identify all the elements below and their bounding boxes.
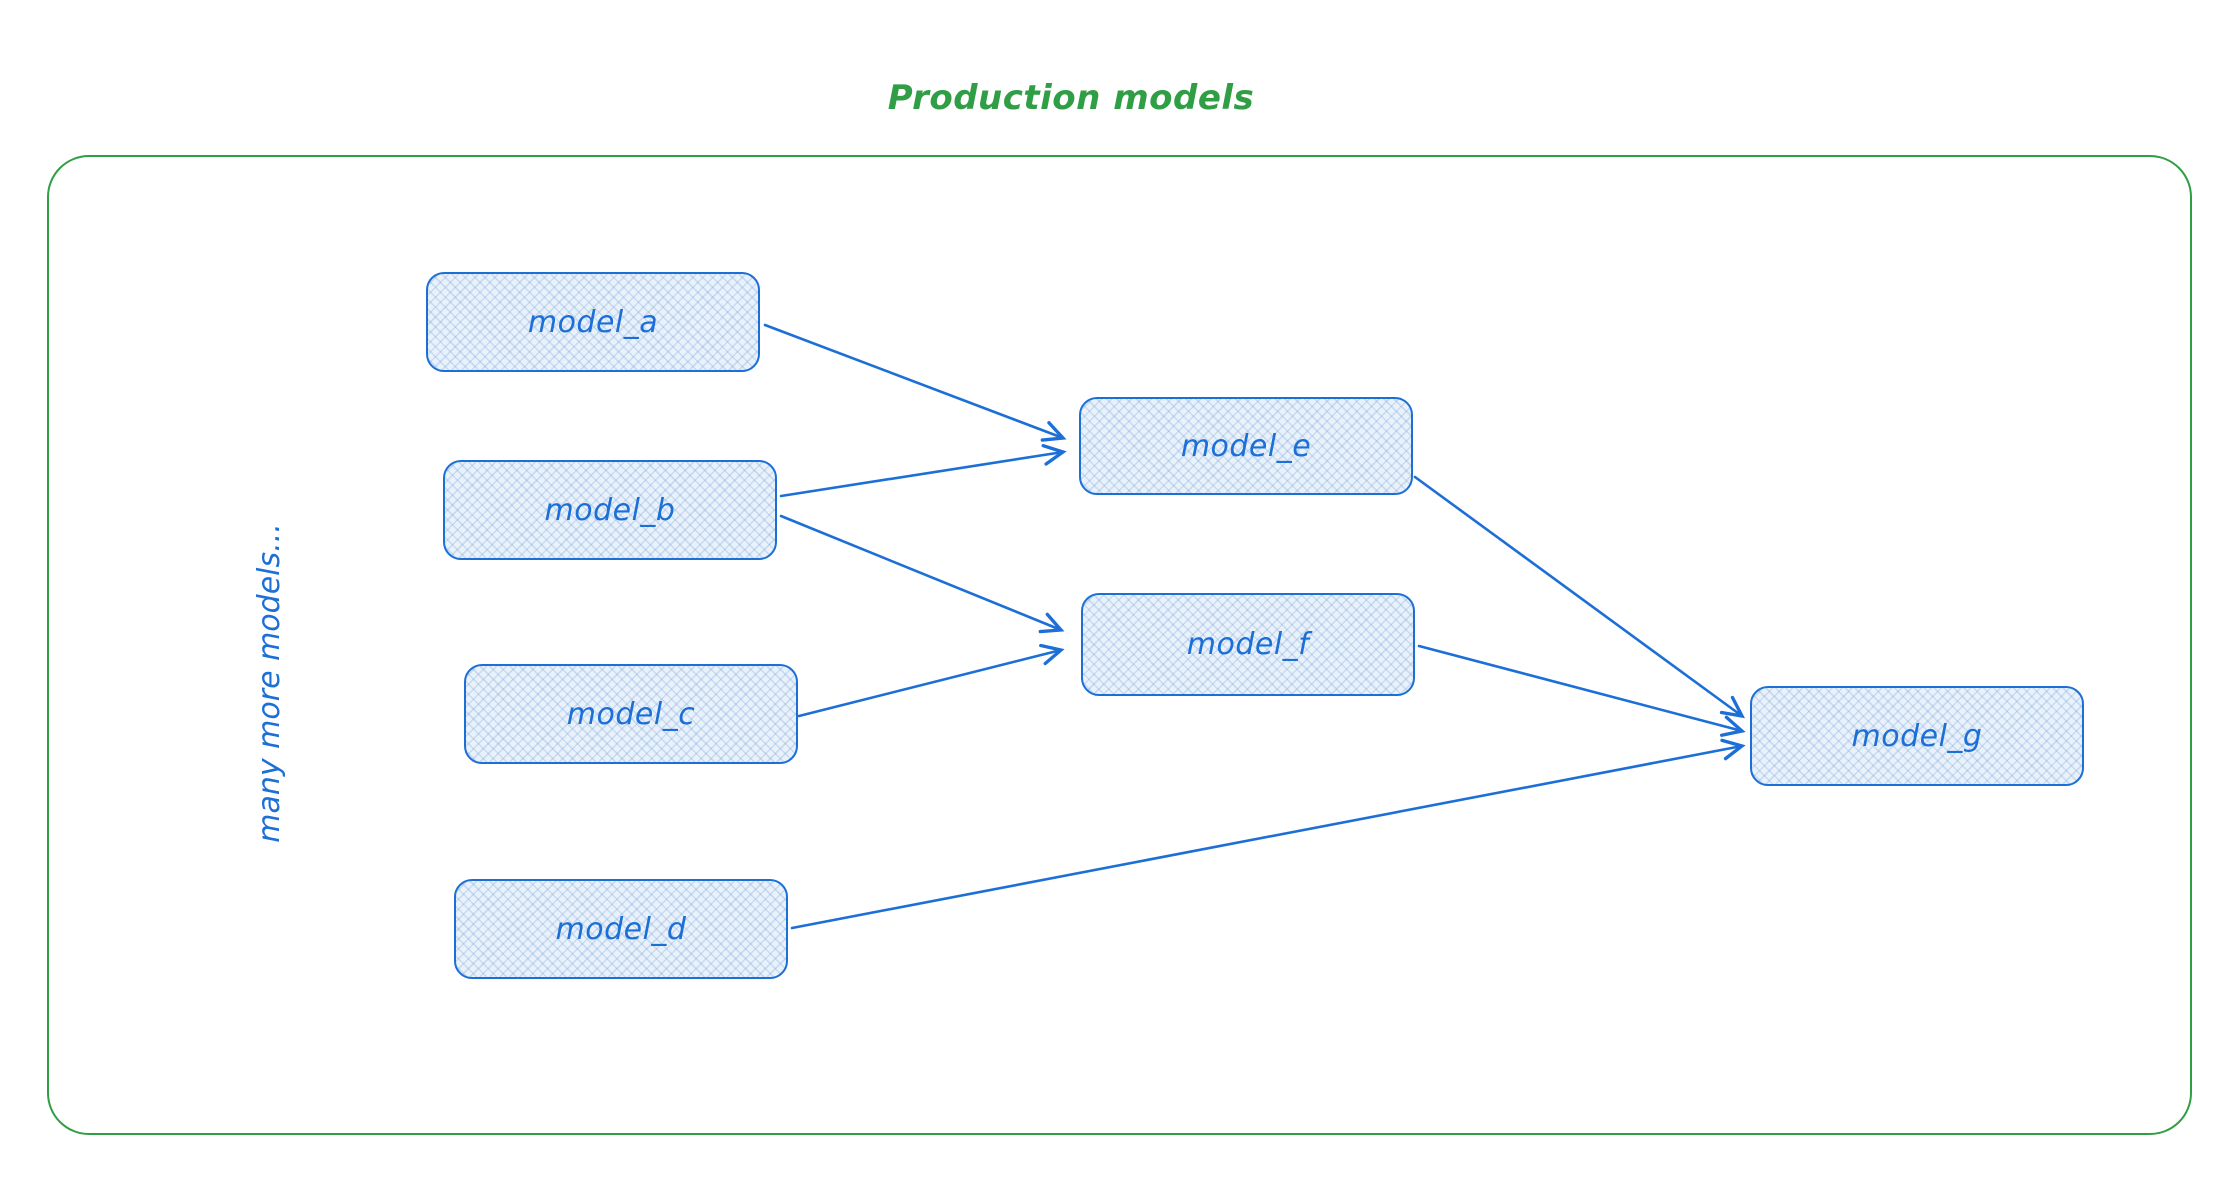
node-model-d-label: model_d (555, 911, 687, 947)
node-model-a-label: model_a (527, 304, 659, 340)
node-model-c-label: model_c (566, 696, 696, 732)
node-model-b-label: model_b (544, 492, 676, 528)
node-model-f[interactable]: model_f (1081, 593, 1415, 696)
node-model-e[interactable]: model_e (1079, 397, 1413, 495)
node-model-g-label: model_g (1851, 718, 1983, 754)
many-more-models-label: many more models... (252, 523, 287, 843)
node-model-a[interactable]: model_a (426, 272, 760, 372)
node-model-c[interactable]: model_c (464, 664, 798, 764)
production-models-frame[interactable] (47, 155, 2192, 1135)
node-model-d[interactable]: model_d (454, 879, 788, 979)
node-model-f-label: model_f (1186, 627, 1310, 662)
node-model-b[interactable]: model_b (443, 460, 777, 560)
diagram-title: Production models (887, 78, 1255, 118)
node-model-e-label: model_e (1180, 428, 1312, 464)
node-model-g[interactable]: model_g (1750, 686, 2084, 786)
